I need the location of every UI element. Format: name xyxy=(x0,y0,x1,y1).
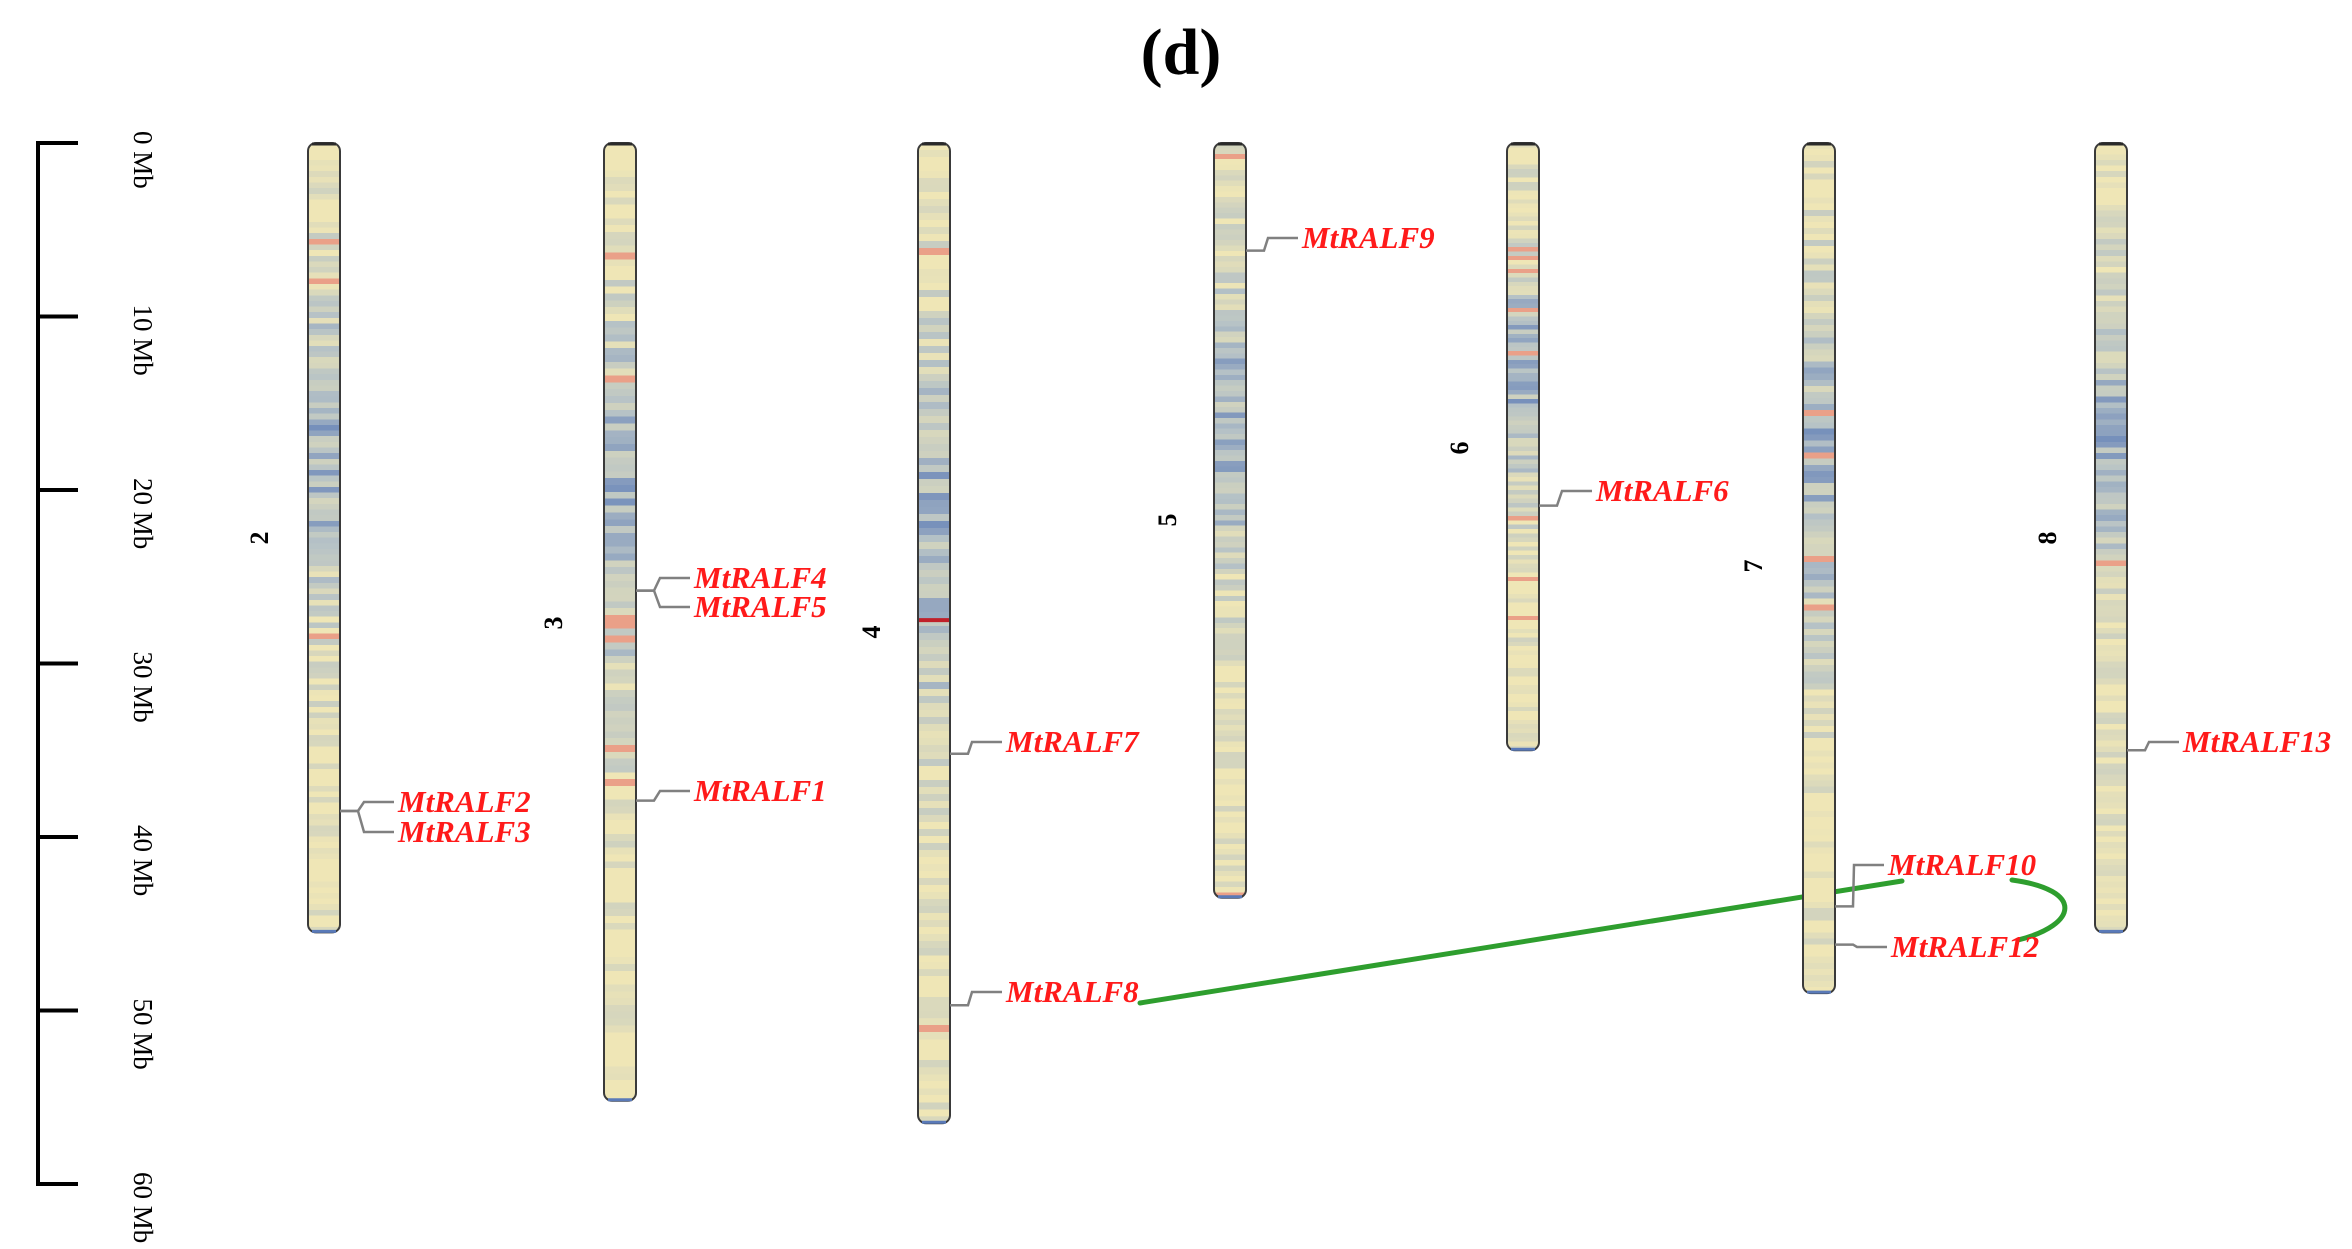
gene-leader-line xyxy=(2127,740,2179,752)
chromosome-body xyxy=(917,142,951,1125)
scale-tick-label: 60 Mb xyxy=(128,1172,158,1243)
duplication-link xyxy=(2009,877,2068,943)
chromosome-8: 8 xyxy=(2033,142,2128,934)
chromosome-7: 7 xyxy=(1739,142,1836,995)
chromosome-5: 5 xyxy=(1153,142,1247,899)
gene-annotations: MtRALF2MtRALF3MtRALF4MtRALF5MtRALF1MtRAL… xyxy=(340,220,2331,1009)
chromosome-6: 6 xyxy=(1445,142,1540,752)
gene-label: MtRALF2 xyxy=(397,784,531,819)
chromosome-marker xyxy=(919,618,949,623)
gene-MtRALF4: MtRALF4 xyxy=(636,560,827,595)
gene-label: MtRALF9 xyxy=(1301,220,1435,255)
gene-label: MtRALF8 xyxy=(1005,974,1139,1009)
gene-label: MtRALF5 xyxy=(693,589,827,624)
gene-leader-line xyxy=(636,589,690,609)
chromosome-body xyxy=(307,142,341,934)
scale-tick-label: 50 Mb xyxy=(128,999,158,1070)
scale-tick-label: 30 Mb xyxy=(128,652,158,723)
gene-MtRALF7: MtRALF7 xyxy=(950,724,1140,759)
panel-label: (d) xyxy=(1141,16,1222,89)
gene-MtRALF10: MtRALF10 xyxy=(1835,847,2036,908)
gene-leader-line xyxy=(340,809,394,834)
gene-MtRALF3: MtRALF3 xyxy=(340,809,531,849)
chromosomes: 2 3 4 5 6 7 8 xyxy=(245,142,2128,1125)
chromosome-label: 4 xyxy=(857,626,886,639)
gene-label: MtRALF7 xyxy=(1005,724,1140,759)
chromosome-body xyxy=(603,142,637,1102)
gene-label: MtRALF6 xyxy=(1595,473,1729,508)
gene-MtRALF8: MtRALF8 xyxy=(950,974,1139,1009)
chromosome-label: 3 xyxy=(539,617,568,630)
chromosome-body xyxy=(2094,142,2128,934)
chromosome-3: 3 xyxy=(539,142,637,1102)
gene-MtRALF12: MtRALF12 xyxy=(1835,929,2039,964)
scale-tick-label: 0 Mb xyxy=(128,131,158,189)
chromosome-4: 4 xyxy=(857,142,951,1125)
scale-tick-label: 20 Mb xyxy=(128,478,158,549)
gene-leader-line xyxy=(1246,236,1298,252)
gene-label: MtRALF3 xyxy=(397,814,531,849)
gene-leader-line xyxy=(950,990,1002,1007)
gene-leader-line xyxy=(1835,943,1887,949)
gene-leader-line xyxy=(636,576,690,592)
chromosome-label: 8 xyxy=(2033,532,2062,545)
chromosome-body xyxy=(1506,142,1540,752)
chromosome-body xyxy=(1802,142,1836,995)
gene-MtRALF13: MtRALF13 xyxy=(2127,724,2331,759)
gene-label: MtRALF13 xyxy=(2182,724,2331,759)
chromosome-body xyxy=(1213,142,1247,899)
gene-leader-line xyxy=(1539,489,1592,507)
gene-label: MtRALF1 xyxy=(693,773,827,808)
gene-leader-line xyxy=(950,740,1002,755)
gene-leader-line xyxy=(1835,863,1884,908)
gene-MtRALF2: MtRALF2 xyxy=(340,784,531,819)
scale-tick-label: 10 Mb xyxy=(128,305,158,376)
gene-MtRALF1: MtRALF1 xyxy=(636,773,827,808)
chromosome-label: 2 xyxy=(245,532,274,545)
gene-label: MtRALF12 xyxy=(1890,929,2039,964)
gene-MtRALF9: MtRALF9 xyxy=(1246,220,1435,255)
scale-bar: 0 Mb 10 Mb 20 Mb 30 Mb 40 Mb 50 Mb 60 Mb xyxy=(36,131,158,1243)
duplication-link xyxy=(1137,878,1905,1006)
chromosome-label: 5 xyxy=(1153,514,1182,527)
chromosome-label: 6 xyxy=(1445,442,1474,455)
gene-label: MtRALF4 xyxy=(693,560,827,595)
gene-MtRALF5: MtRALF5 xyxy=(636,589,827,624)
gene-MtRALF6: MtRALF6 xyxy=(1539,473,1729,508)
gene-leader-line xyxy=(636,789,690,802)
gene-leader-line xyxy=(340,800,394,813)
gene-label: MtRALF10 xyxy=(1887,847,2036,882)
chromosome-label: 7 xyxy=(1739,560,1768,573)
scale-tick-label: 40 Mb xyxy=(128,825,158,896)
chromosome-2: 2 xyxy=(245,142,341,934)
duplication-links xyxy=(1137,877,2068,1006)
